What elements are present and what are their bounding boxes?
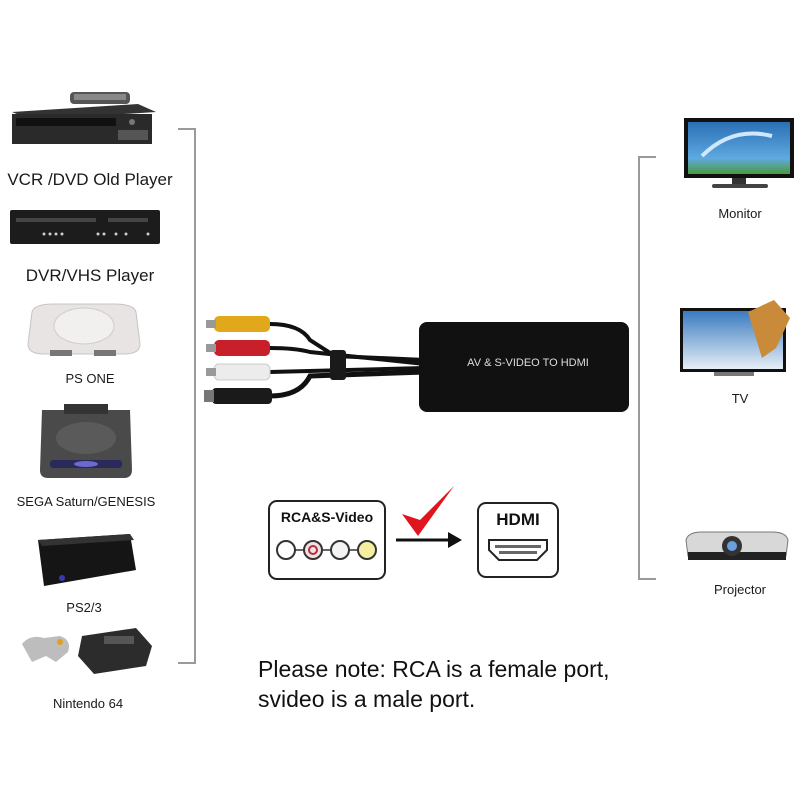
source-label: PS2/3 bbox=[66, 600, 102, 615]
source-label: VCR /DVD Old Player bbox=[7, 170, 173, 189]
hdmi-port-icon bbox=[488, 539, 548, 561]
output-label: HDMI bbox=[496, 510, 540, 529]
display-label: Projector bbox=[713, 582, 767, 597]
converter-label: AV & S-VIDEO TO HDMI bbox=[467, 357, 589, 369]
note-line-2: svideo is a male port. bbox=[258, 686, 476, 712]
rca-red-plug bbox=[206, 340, 270, 356]
source-label: PS ONE bbox=[65, 371, 115, 386]
monitor-icon bbox=[684, 118, 794, 188]
source-label: SEGA Saturn/GENESIS bbox=[16, 494, 156, 509]
dvr-vhs-icon bbox=[10, 210, 160, 244]
port-note: Please note: RCA is a female port, svide… bbox=[258, 654, 610, 714]
rca-white-plug bbox=[206, 363, 271, 381]
source-label: Nintendo 64 bbox=[52, 696, 124, 711]
ps-one-console-icon bbox=[27, 303, 141, 356]
input-label: RCA&S-Video bbox=[280, 509, 374, 525]
hdmi-output-box: HDMI bbox=[477, 502, 559, 578]
rca-svideo-input-box: RCA&S-Video bbox=[268, 500, 386, 580]
converter-device bbox=[204, 316, 629, 412]
vcr-icon bbox=[12, 92, 156, 144]
display-label: Monitor bbox=[718, 206, 762, 221]
rca-yellow-plug bbox=[206, 316, 270, 332]
source-label: DVR/VHS Player bbox=[25, 266, 155, 285]
display-label: TV bbox=[731, 391, 749, 406]
port-connectors-icon bbox=[276, 540, 377, 560]
arrow-right-icon bbox=[396, 532, 462, 548]
n64-console-icon bbox=[22, 628, 152, 674]
projector-icon bbox=[685, 531, 789, 560]
note-line-1: Please note: RCA is a female port, bbox=[258, 656, 610, 682]
svideo-plug bbox=[204, 388, 272, 404]
sega-console-icon bbox=[40, 404, 132, 478]
ps2-console-icon bbox=[38, 534, 136, 586]
tv-icon bbox=[680, 300, 790, 376]
source-bracket bbox=[178, 128, 196, 664]
display-bracket bbox=[638, 156, 656, 580]
checkmark-icon bbox=[402, 486, 454, 536]
